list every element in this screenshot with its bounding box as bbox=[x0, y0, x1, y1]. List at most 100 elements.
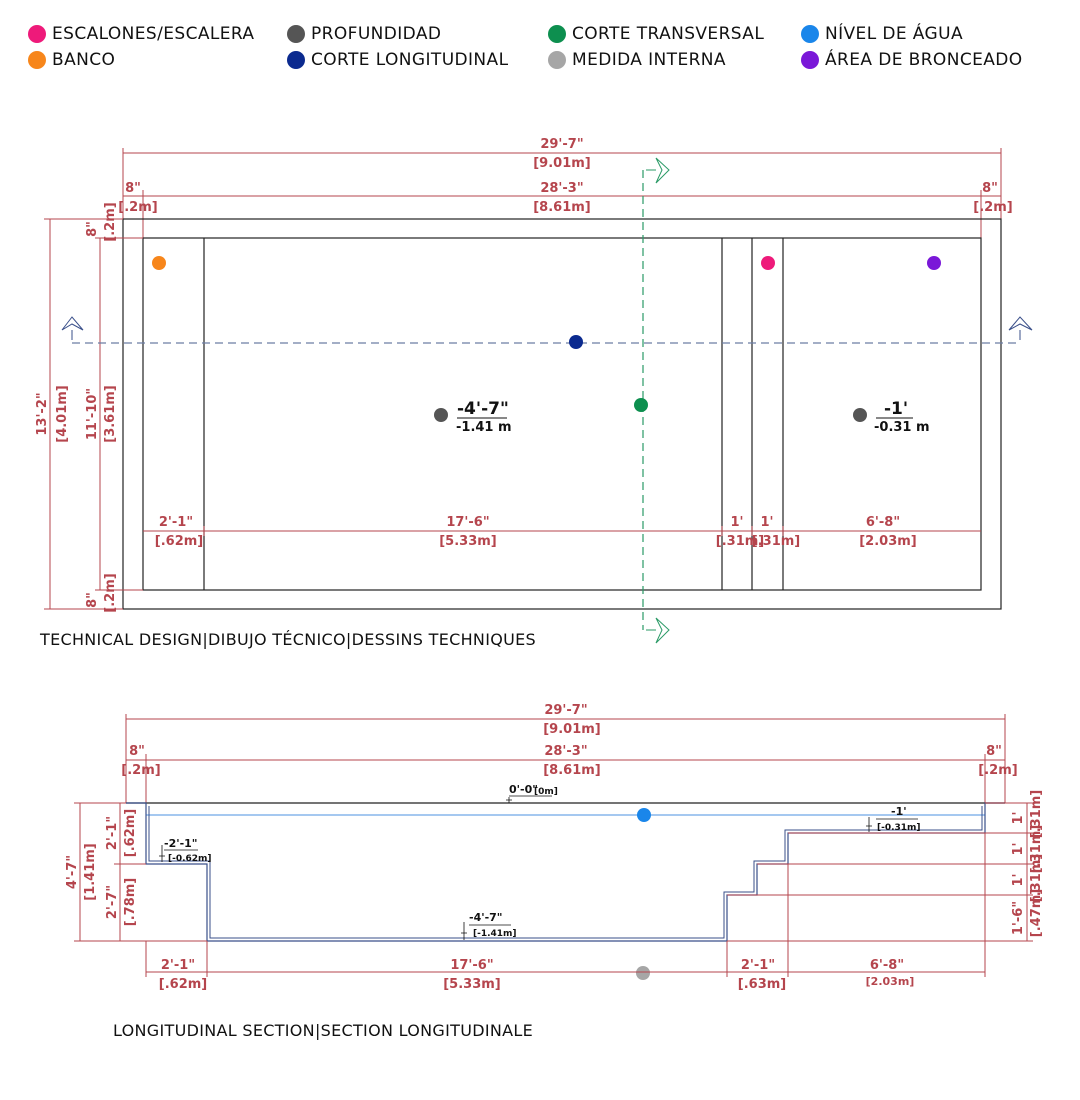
section-bench-depth-ft: 2'-1" bbox=[105, 816, 120, 850]
section-coping-right-ft: 8" bbox=[986, 744, 1002, 759]
section-bottom-tan-ft: 6'-8" bbox=[870, 958, 904, 973]
plan-overall-width-ft: 13'-2" bbox=[35, 392, 50, 435]
step-dim-3-ft: 1' bbox=[1011, 873, 1026, 886]
depth-main-ft: -4'-7" bbox=[457, 399, 509, 419]
bench-level-label: -2'-1" [-0.62m] bbox=[159, 837, 212, 864]
longitudinal-cut-line bbox=[61, 316, 1033, 344]
plan-inner-length-dim: 28'-3" [8.61m] 8" [.2m] 8" [.2m] bbox=[118, 181, 1013, 238]
dot-icon bbox=[287, 25, 305, 43]
legend-label: CORTE LONGITUDINAL bbox=[311, 50, 509, 70]
legend-item-bench: BANCO bbox=[28, 50, 115, 70]
legend-label: ESCALONES/ESCALERA bbox=[52, 24, 255, 44]
legend-item-internal-measure: MEDIDA INTERNA bbox=[548, 50, 726, 70]
water-level-m: [0m] bbox=[534, 787, 558, 797]
section-bottom-bench-m: [.62m] bbox=[159, 977, 207, 992]
plan-overall-length-dim: 29'-7" [9.01m] bbox=[122, 137, 1002, 220]
section-overall-length-m: [9.01m] bbox=[543, 722, 601, 737]
steps-marker bbox=[761, 256, 775, 270]
section-depth-dims: 4'-7" [1.41m] 2'-1" [.62m] 2'-7" [.78m] bbox=[65, 802, 207, 942]
section-bottom-main-m: [5.33m] bbox=[443, 977, 501, 992]
water-level-ft: 0'-0" bbox=[509, 783, 538, 796]
legend-item-cross-section: CORTE TRANSVERSAL bbox=[548, 24, 764, 44]
section-bottom-steps-ft: 2'-1" bbox=[741, 958, 775, 973]
plan-seg-tan-ft: 6'-8" bbox=[866, 515, 900, 530]
section-lower-depth-ft: 2'-7" bbox=[105, 885, 120, 919]
cross-cut-line bbox=[642, 157, 670, 644]
legend-label: BANCO bbox=[52, 50, 116, 70]
pool-profile bbox=[126, 802, 1005, 942]
plan-inner-length-ft: 28'-3" bbox=[540, 181, 583, 196]
legend-item-water-level: NÍVEL DE ÁGUA bbox=[801, 24, 963, 44]
plan-coping-right-ft: 8" bbox=[982, 181, 998, 196]
section-bottom-bench-ft: 2'-1" bbox=[161, 958, 195, 973]
plan-overall-width-m: [4.01m] bbox=[55, 385, 70, 443]
section-total-depth-m: [1.41m] bbox=[83, 843, 98, 901]
water-level-marker bbox=[637, 808, 651, 822]
dot-icon bbox=[287, 51, 305, 69]
section-overall-length-dim: 29'-7" [9.01m] bbox=[125, 703, 1006, 803]
dot-icon bbox=[801, 51, 819, 69]
step-dim-1-m: [.31m] bbox=[1029, 790, 1044, 838]
plan-seg-step2-m: [.31m] bbox=[752, 534, 800, 549]
step-dim-3-m: [.31m] bbox=[1029, 854, 1044, 902]
internal-measure-marker bbox=[636, 966, 650, 980]
dot-icon bbox=[548, 51, 566, 69]
bench-level-ft: -2'-1" bbox=[164, 837, 198, 850]
water-level-label: 0'-0" [0m] bbox=[506, 783, 558, 803]
section-bottom-dims: 2'-1" [.62m] 17'-6" [5.33m] 2'-1" [.63m]… bbox=[145, 833, 986, 992]
section-inner-length-m: [8.61m] bbox=[543, 763, 601, 778]
plan-overall-length-ft: 29'-7" bbox=[540, 137, 583, 152]
dot-icon bbox=[28, 25, 46, 43]
dot-icon bbox=[28, 51, 46, 69]
legend-item-tanning-area: ÁREA DE BRONCEADO bbox=[801, 50, 1023, 70]
plan-coping-bottom-m: [.2m] bbox=[103, 573, 118, 612]
step-dim-1-ft: 1' bbox=[1011, 811, 1026, 824]
plan-caption: TECHNICAL DESIGN|DIBUJO TÉCNICO|DESSINS … bbox=[39, 630, 536, 649]
depth-main-m: -1.41 m bbox=[456, 420, 512, 435]
legend: ESCALONES/ESCALERA PROFUNDIDAD CORTE TRA… bbox=[0, 0, 1080, 80]
legend-item-longitudinal-section: CORTE LONGITUDINAL bbox=[287, 50, 508, 70]
plan-coping-left-ft: 8" bbox=[125, 181, 141, 196]
depth-main-label: -4'-7" -1.41 m bbox=[434, 399, 512, 435]
section-inner-length-ft: 28'-3" bbox=[544, 744, 587, 759]
section-lower-depth-m: [.78m] bbox=[123, 878, 138, 926]
section-bottom-tan-m: [2.03m] bbox=[866, 975, 915, 988]
step-dim-2-m: [.31m] bbox=[1029, 825, 1044, 873]
legend-label: PROFUNDIDAD bbox=[311, 24, 442, 44]
plan-segment-dims: 2'-1" [.62m] 17'-6" [5.33m] 1' [.31m] 1'… bbox=[143, 515, 981, 549]
step-dim-4-m: [.47m] bbox=[1029, 889, 1044, 937]
legend-label: ÁREA DE BRONCEADO bbox=[825, 50, 1023, 70]
plan-inner-length-m: [8.61m] bbox=[533, 200, 591, 215]
bench-level-m: [-0.62m] bbox=[168, 854, 212, 864]
section-coping-left-m: [.2m] bbox=[121, 763, 160, 778]
plan-coping-top-ft: 8" bbox=[85, 221, 100, 237]
pool-profile-inner bbox=[148, 806, 983, 939]
plan-seg-tan-m: [2.03m] bbox=[859, 534, 917, 549]
plan-seg-main-ft: 17'-6" bbox=[446, 515, 489, 530]
dot-icon bbox=[801, 25, 819, 43]
depth-tanning-ft: -1' bbox=[884, 399, 908, 419]
tan-level-label: -1' [-0.31m] bbox=[866, 805, 921, 833]
step-dim-2-ft: 1' bbox=[1011, 842, 1026, 855]
section-bench-depth-m: [.62m] bbox=[123, 809, 138, 857]
section-overall-length-ft: 29'-7" bbox=[544, 703, 587, 718]
section-coping-left-ft: 8" bbox=[129, 744, 145, 759]
tanning-area-marker bbox=[927, 256, 941, 270]
plan-overall-length-m: [9.01m] bbox=[533, 156, 591, 171]
floor-level-label: -4'-7" [-1.41m] bbox=[461, 911, 517, 940]
section-bottom-steps-m: [.63m] bbox=[738, 977, 786, 992]
section-bottom-main-ft: 17'-6" bbox=[450, 958, 493, 973]
pool-inner-outline bbox=[142, 237, 982, 591]
plan-coping-right-m: [.2m] bbox=[973, 200, 1012, 215]
depth-tanning-label: -1' -0.31 m bbox=[853, 399, 930, 435]
pool-coping-outline bbox=[122, 218, 1002, 610]
section-caption: LONGITUDINAL SECTION|SECTION LONGITUDINA… bbox=[113, 1021, 533, 1040]
legend-label: CORTE TRANSVERSAL bbox=[572, 24, 765, 44]
floor-level-m: [-1.41m] bbox=[473, 929, 517, 939]
step-dim-4-ft: 1'-6" bbox=[1011, 901, 1026, 935]
floor-level-ft: -4'-7" bbox=[469, 911, 503, 924]
cross-section-marker bbox=[634, 398, 648, 412]
plan-seg-main-m: [5.33m] bbox=[439, 534, 497, 549]
plan-inner-width-m: [3.61m] bbox=[103, 385, 118, 443]
